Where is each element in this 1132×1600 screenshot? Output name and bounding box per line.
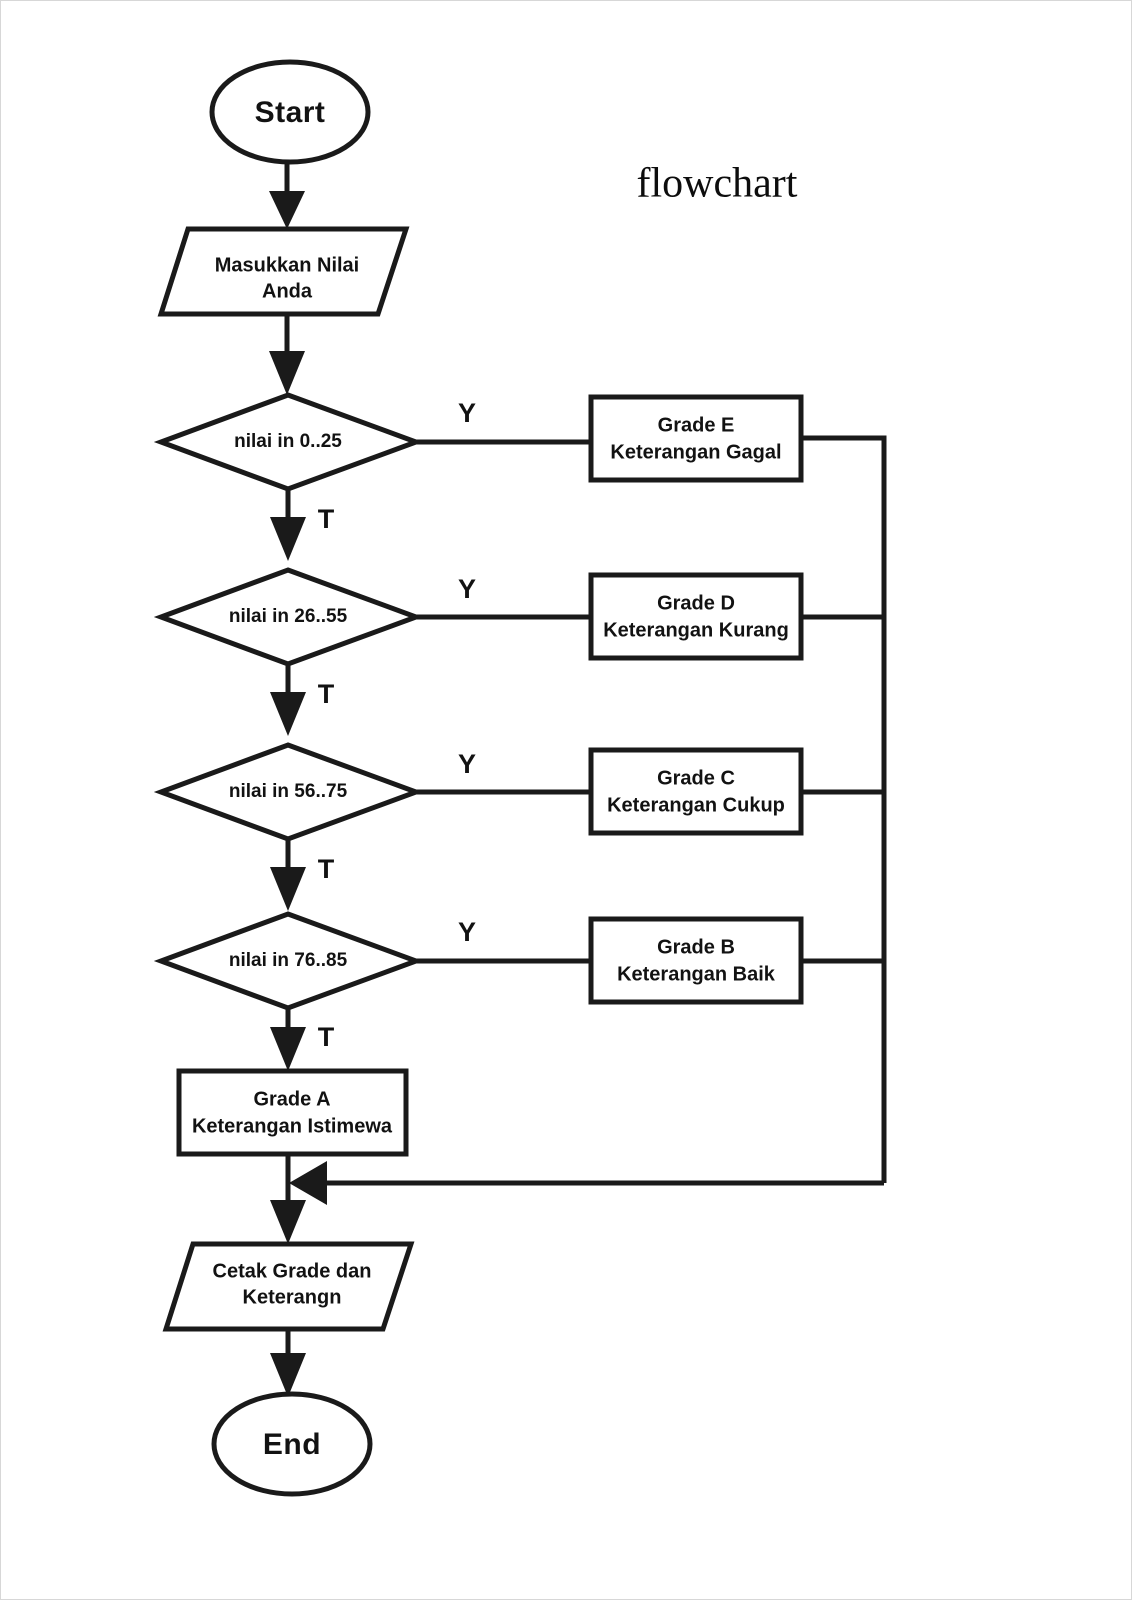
end-label: End	[263, 1428, 321, 1461]
input-label-line1: Masukkan Nilai	[215, 254, 360, 276]
grade-a-label-line2: Keterangan Istimewa	[192, 1115, 393, 1137]
node-end[interactable]: End	[211, 1391, 373, 1497]
edge-start-to-input	[269, 162, 305, 229]
end-oval-shape	[211, 1391, 373, 1497]
process-box-shape	[176, 1068, 409, 1157]
edge-decision-e-no: T	[270, 489, 335, 561]
grade-d-label-line2: Keterangan Kurang	[603, 619, 789, 641]
arrowhead-down-icon	[270, 1027, 306, 1071]
edge-decision-c-yes: Y	[416, 749, 591, 795]
edge-grade-e-to-bus	[801, 435, 887, 1183]
node-grade-d[interactable]: Grade D Keterangan Kurang	[588, 572, 804, 661]
decision-label: nilai in 0..25	[234, 431, 342, 452]
node-grade-e[interactable]: Grade E Keterangan Gagal	[588, 394, 804, 483]
edge-decision-d-no: T	[270, 664, 335, 736]
node-decision-nilai-26-55[interactable]: nilai in 26..55	[153, 567, 424, 667]
arrowhead-down-icon	[269, 191, 305, 229]
grade-b-label-line1: Grade B	[657, 936, 735, 958]
grade-d-label-line1: Grade D	[657, 592, 735, 614]
output-parallelogram-shape	[162, 1241, 415, 1332]
grade-e-label-line1: Grade E	[658, 414, 735, 436]
decision-label: nilai in 76..85	[229, 950, 348, 971]
branch-label-no: T	[318, 1022, 335, 1052]
branch-label-yes: Y	[458, 917, 476, 947]
branch-label-no: T	[318, 854, 335, 884]
node-grade-a[interactable]: Grade A Keterangan Istimewa	[176, 1068, 409, 1157]
arrowhead-down-icon	[270, 1353, 306, 1397]
arrowhead-down-icon	[270, 517, 306, 561]
start-label: Start	[255, 96, 326, 129]
edge-decision-b-no: T	[270, 1008, 335, 1071]
arrowhead-down-icon	[270, 692, 306, 736]
decision-label: nilai in 56..75	[229, 781, 348, 802]
output-label-line2: Keterangn	[243, 1286, 342, 1308]
process-box-shape	[588, 747, 804, 836]
grade-c-label-line1: Grade C	[657, 767, 735, 789]
decision-label: nilai in 26..55	[229, 606, 348, 627]
grade-a-label-line1: Grade A	[253, 1088, 330, 1110]
node-decision-nilai-56-75[interactable]: nilai in 56..75	[153, 742, 424, 842]
grade-c-label-line2: Keterangan Cukup	[607, 794, 785, 816]
edge-input-to-decision-e	[269, 314, 305, 395]
grade-b-label-line2: Keterangan Baik	[617, 963, 776, 985]
input-label-line2: Anda	[262, 280, 313, 302]
edge-bus-merge-to-trunk	[289, 1161, 884, 1205]
page-title: flowchart	[637, 161, 798, 207]
arrowhead-down-icon	[270, 1200, 306, 1244]
node-grade-c[interactable]: Grade C Keterangan Cukup	[588, 747, 804, 836]
edge-decision-d-yes: Y	[416, 574, 591, 620]
edge-grade-a-to-output	[270, 1154, 306, 1244]
output-label-line1: Cetak Grade dan	[213, 1260, 372, 1282]
node-start[interactable]: Start	[209, 59, 371, 165]
branch-label-yes: Y	[458, 574, 476, 604]
node-decision-nilai-0-25[interactable]: nilai in 0..25	[153, 392, 424, 492]
process-box-shape	[588, 916, 804, 1005]
start-oval-shape	[209, 59, 371, 165]
branch-label-yes: Y	[458, 749, 476, 779]
arrowhead-left-icon	[289, 1161, 327, 1205]
edge-decision-b-yes: Y	[416, 917, 591, 964]
arrowhead-down-icon	[269, 351, 305, 395]
process-box-shape	[588, 394, 804, 483]
edge-decision-e-yes: Y	[416, 398, 591, 445]
process-box-shape	[588, 572, 804, 661]
branch-label-no: T	[318, 504, 335, 534]
arrowhead-down-icon	[270, 867, 306, 911]
edge-decision-c-no: T	[270, 839, 335, 911]
edge-output-to-end	[270, 1329, 306, 1397]
branch-label-yes: Y	[458, 398, 476, 428]
branch-label-no: T	[318, 679, 335, 709]
node-output-cetak[interactable]: Cetak Grade dan Keterangn	[162, 1241, 415, 1332]
node-grade-b[interactable]: Grade B Keterangan Baik	[588, 916, 804, 1005]
grade-e-label-line2: Keterangan Gagal	[610, 441, 781, 463]
input-parallelogram-shape	[157, 226, 410, 317]
node-input-nilai[interactable]: Masukkan Nilai Anda	[157, 226, 410, 317]
node-decision-nilai-76-85[interactable]: nilai in 76..85	[153, 911, 424, 1011]
